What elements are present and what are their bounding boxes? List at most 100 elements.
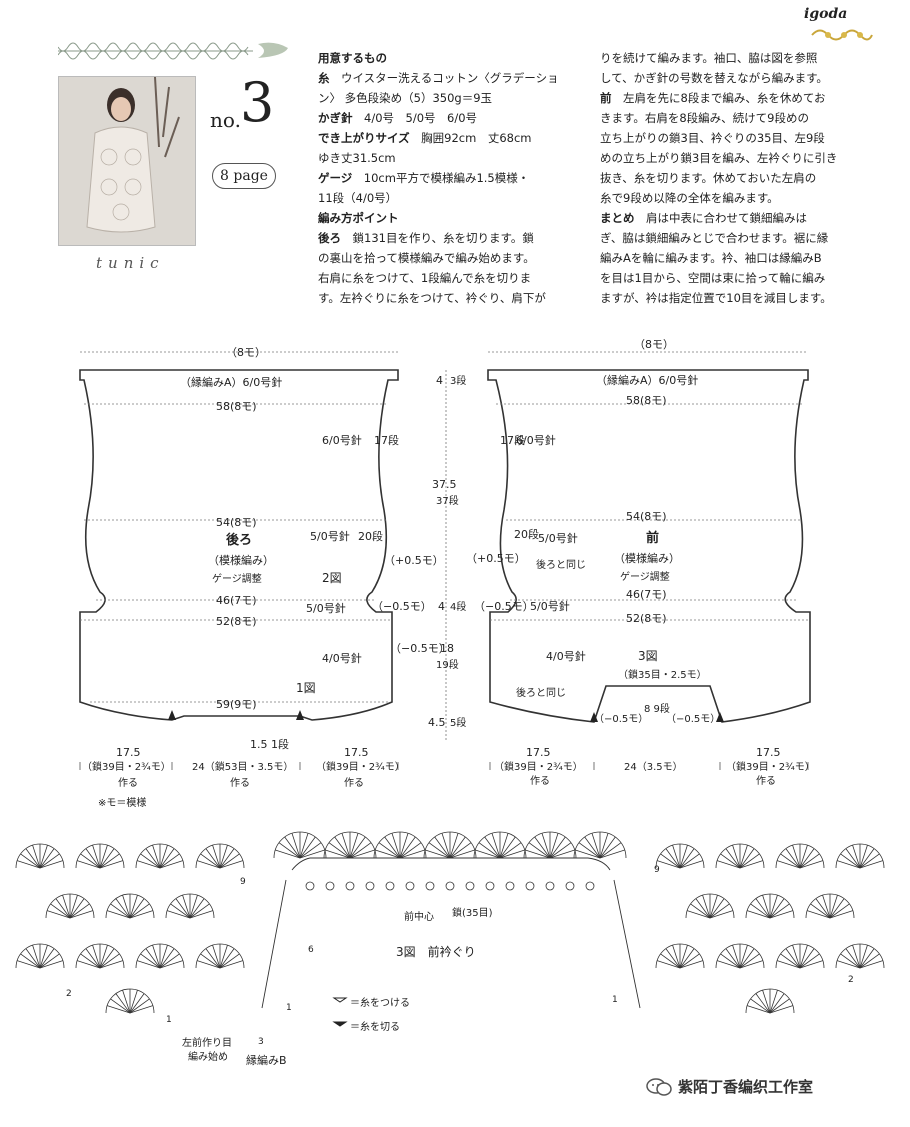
chart-row9-left: 9	[240, 877, 246, 887]
mid-45: 4.5	[428, 716, 446, 729]
instruction-line: かぎ針 4/0号 5/0号 6/0号	[318, 108, 586, 128]
front-needle-5b: 5/0号針	[530, 599, 570, 613]
pattern-number: 3	[240, 71, 275, 134]
front-b3-make: 作る	[756, 775, 776, 787]
instruction-text: 4/0号 5/0号 6/0号	[364, 111, 478, 125]
instruction-text: ぎ、脇は鎖細編みとじで合わせます。裾に縁	[600, 231, 829, 245]
mid-rows5: 5段	[450, 716, 466, 729]
chart-caption: 3図 前衿ぐり	[396, 944, 476, 959]
instruction-line: 編み方ポイント	[318, 208, 586, 228]
back-rows-17: 17段	[374, 433, 399, 447]
instruction-text: の裏山を拾って模様編みで編み始めます。	[318, 251, 535, 265]
instructions-col1: 用意するもの 糸 ウイスター洗えるコットン〈グラデーション〉 多色段染め（5）3…	[318, 48, 586, 308]
back-pattern: （模様編み）	[208, 553, 274, 567]
front-same-as-back: 後ろと同じ	[536, 558, 586, 571]
back-w46: 46(7モ)	[216, 594, 257, 607]
brand-logo: igoda	[804, 6, 848, 22]
back-minus05: （−0.5モ）	[372, 600, 432, 613]
instruction-line: 後ろ 鎖131目を作り、糸を切ります。鎖	[318, 228, 586, 248]
instruction-text: して、かぎ針の号数を替えながら編みます。	[600, 71, 828, 85]
instruction-line: めの立ち上がり鎖3目を編み、左衿ぐりに引き	[600, 148, 870, 168]
front-b1-num: 17.5	[526, 746, 551, 759]
watermark: 紫陌丁香编织工作室	[646, 1076, 813, 1097]
instructions-col2: りを続けて編みます。袖口、脇は図を参照して、かぎ針の号数を替えながら編みます。前…	[600, 48, 870, 308]
instruction-text: 立ち上がりの鎖3目、衿ぐりの35目、左9段	[600, 131, 825, 145]
front-rows-17: 17段	[500, 433, 525, 447]
back-b3-sub: （鎖39目・2¾モ）	[316, 760, 405, 773]
front-fig3: 3図	[638, 649, 658, 663]
back-minus05b: （−0.5モ）	[390, 642, 450, 655]
front-w46: 46(7モ)	[626, 588, 667, 601]
front-b1-make: 作る	[530, 775, 550, 787]
front-title: 前	[646, 530, 659, 546]
instruction-line: ますが、衿は指定位置で10目を減目します。	[600, 288, 870, 308]
svg-text:＝糸を切る: ＝糸を切る	[350, 1021, 400, 1033]
front-minus05: （−0.5モ）	[474, 600, 534, 613]
front-b1-sub: （鎖39目・2¾モ）	[494, 760, 583, 773]
front-b2: 24（3.5モ）	[624, 761, 683, 773]
svg-text:＝糸をつける: ＝糸をつける	[350, 997, 410, 1009]
instruction-heading: 編み方ポイント	[318, 211, 399, 225]
back-plus05: （+0.5モ）	[384, 554, 444, 567]
instruction-line: 用意するもの	[318, 48, 586, 68]
instruction-line: 11段（4/0号）	[318, 188, 586, 208]
back-fig2: 2図	[322, 571, 342, 585]
brand-ornament	[810, 26, 874, 44]
mid-rows37: 37段	[436, 494, 459, 507]
front-top-width: （8モ）	[634, 338, 674, 351]
garment-type: tunic	[96, 254, 165, 272]
front-w58: 58(8モ)	[626, 394, 667, 407]
pattern-no-prefix: no.	[210, 108, 241, 132]
instruction-text: 抜き、糸を切ります。休めておいた左肩の	[600, 171, 817, 185]
mid-rows19: 19段	[436, 658, 459, 671]
back-b2: 24（鎖53目・3.5モ）	[192, 760, 293, 773]
back-b3-num: 17.5	[344, 746, 369, 759]
back-b2-make: 作る	[230, 777, 250, 789]
chart-front-center: 前中心	[404, 910, 434, 923]
back-w58: 58(8モ)	[216, 400, 257, 413]
instruction-line: りを続けて編みます。袖口、脇は図を参照	[600, 48, 870, 68]
instruction-line: きます。右肩を8段編み、続けて9段めの	[600, 108, 870, 128]
instruction-line: でき上がりサイズ 胸囲92cm 丈68cm	[318, 128, 586, 148]
mid-len: 37.5	[432, 478, 457, 491]
header-ornament	[57, 42, 290, 60]
front-b3-num: 17.5	[756, 746, 781, 759]
back-needle-5a: 5/0号針	[310, 529, 350, 543]
back-b1-sub: （鎖39目・2¾モ）	[82, 760, 171, 773]
mid-4: 4	[438, 600, 445, 613]
mid-top: 4	[436, 374, 443, 387]
instruction-heading: 糸	[318, 71, 330, 85]
back-needle-4: 4/0号針	[322, 651, 362, 665]
instruction-text: ゆき丈31.5cm	[318, 151, 396, 165]
front-minus05c: （−0.5モ）	[594, 713, 648, 725]
front-minus05d: （−0.5モ）	[666, 713, 720, 725]
mid-18: 18	[440, 642, 454, 655]
instruction-text: 鎖131目を作り、糸を切ります。鎖	[352, 231, 534, 245]
back-rows-1: 1.5 1段	[250, 737, 289, 751]
back-needle-6: 6/0号針	[322, 433, 362, 447]
instruction-heading: 後ろ	[318, 231, 341, 245]
schematic-diagram: （8モ） （縁編みA）6/0号針 58(8モ) 6/0号針 17段 54(8モ)…	[79, 338, 815, 809]
back-w52: 52(8モ)	[216, 615, 257, 628]
stitch-chart: 前中心 鎖(35目) 3図 前衿ぐり ＝糸をつける ＝糸を切る 左前作り目 編み…	[15, 831, 885, 1067]
instruction-line: 糸 ウイスター洗えるコットン〈グラデーショ	[318, 68, 586, 88]
chart-row1-left: 1	[166, 1015, 172, 1025]
front-needle-4: 4/0号針	[546, 649, 586, 663]
instruction-line: 抜き、糸を切ります。休めておいた左肩の	[600, 168, 870, 188]
front-needle-5a: 5/0号針	[538, 531, 578, 545]
instruction-line: ン〉 多色段染め（5）350g＝9玉	[318, 88, 586, 108]
instruction-heading: まとめ	[600, 211, 635, 225]
front-b3-sub: （鎖39目・2¾モ）	[726, 760, 815, 773]
instruction-line: ゆき丈31.5cm	[318, 148, 586, 168]
chart-row3: 3	[258, 1037, 264, 1047]
front-same-as-back2: 後ろと同じ	[516, 686, 566, 699]
instruction-line: ゲージ 10cm平方で模様編み1.5模様・	[318, 168, 586, 188]
instruction-text: を目は1目から、空間は束に拾って輪に編み	[600, 271, 826, 285]
instruction-line: 糸で9段め以降の全体を編みます。	[600, 188, 870, 208]
chart-left-note2: 編み始め	[188, 1050, 228, 1063]
instruction-text: きます。右肩を8段編み、続けて9段めの	[600, 111, 809, 125]
instruction-text: ウイスター洗えるコットン〈グラデーショ	[341, 71, 559, 85]
front-needle-6: 6/0号針	[516, 433, 556, 447]
chart-edging: 縁編みB	[246, 1053, 287, 1067]
chart-row1-right: 1	[612, 995, 618, 1005]
